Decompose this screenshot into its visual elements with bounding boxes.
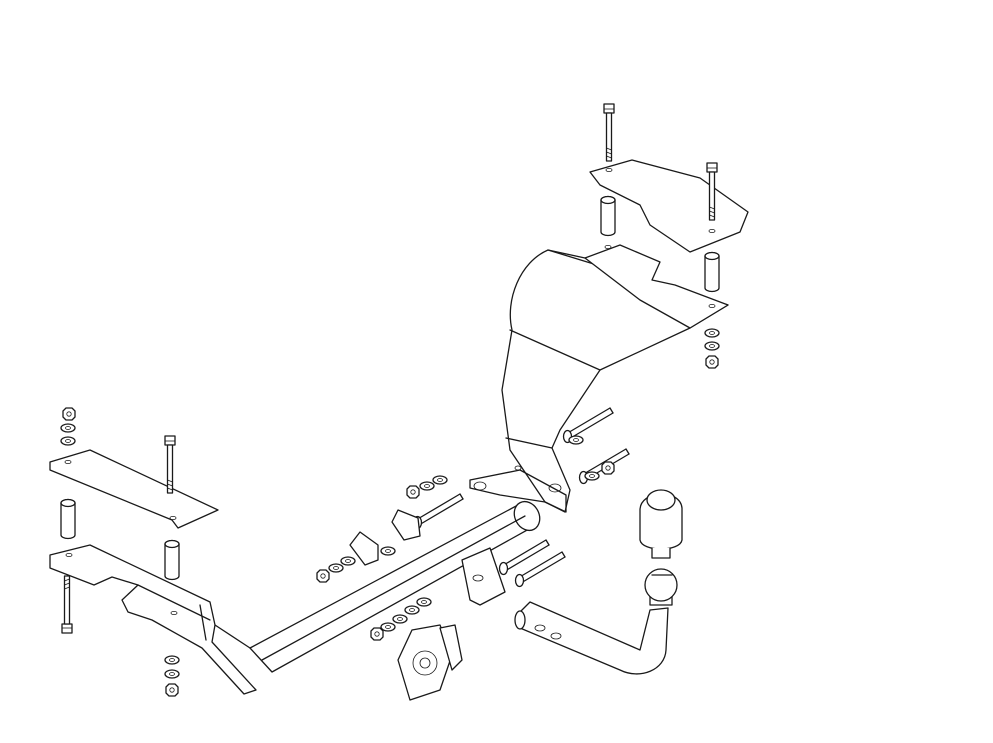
right-mount-bracket [469, 249, 729, 513]
right-top-plate [584, 159, 749, 329]
left-mount-bracket [49, 544, 257, 695]
left-top-plate [49, 449, 219, 529]
tow-ball-neck [514, 601, 669, 675]
tow-ball [644, 568, 678, 606]
crossbar-tube [249, 500, 541, 673]
side-fasteners [316, 407, 630, 641]
socket-plate [397, 624, 463, 701]
ball-cover [639, 489, 683, 559]
